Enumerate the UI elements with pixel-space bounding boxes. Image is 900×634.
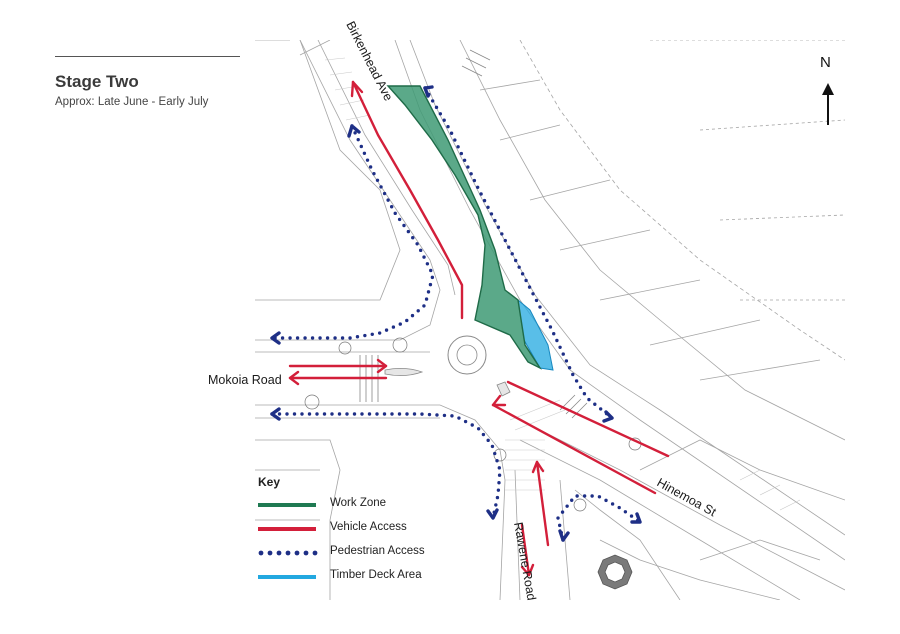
pedestrian-access-swatch: [258, 550, 318, 556]
legend-item-vehicle-access: Vehicle Access: [258, 521, 478, 536]
title-rule: [55, 56, 240, 57]
street-label-mokoia: Mokoia Road: [208, 373, 282, 387]
vehicle-access-swatch: [258, 527, 316, 531]
work-zone: [386, 85, 542, 370]
legend-label: Pedestrian Access: [330, 545, 425, 557]
legend-label: Timber Deck Area: [330, 569, 422, 581]
legend-item-pedestrian-access: Pedestrian Access: [258, 545, 478, 560]
work-zone-swatch: [258, 503, 316, 507]
street-label-rawene: Rawene Road: [511, 521, 539, 601]
north-label: N: [820, 54, 831, 71]
legend-title: Key: [258, 475, 281, 489]
base-linework: [255, 40, 845, 600]
vehicle-access-routes: [288, 80, 670, 577]
page-subtitle: Approx: Late June - Early July: [55, 96, 209, 108]
pedestrian-access-routes: [270, 85, 642, 542]
legend-label: Work Zone: [330, 497, 387, 509]
north-arrow-icon: [822, 83, 834, 125]
street-label-hinemoa: Hinemoa St: [655, 475, 719, 519]
timber-deck-swatch: [258, 575, 316, 579]
legend-item-timber-deck-area: Timber Deck Area: [258, 569, 478, 584]
legend-item-work-zone: Work Zone: [258, 497, 478, 512]
street-label-birkenhead: Birkenhead Ave: [343, 19, 395, 103]
legend-label: Vehicle Access: [330, 521, 407, 533]
page-title: Stage Two: [55, 72, 139, 91]
